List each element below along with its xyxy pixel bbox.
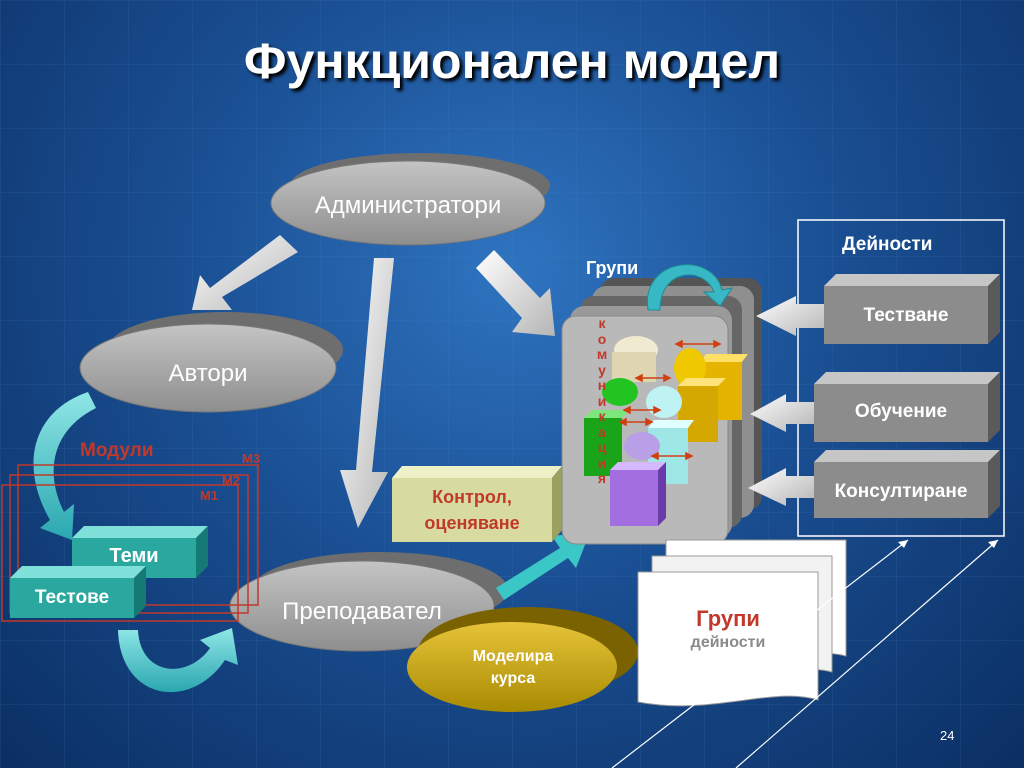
communication-letter: я (597, 470, 607, 486)
activity-training-label: Обучение (854, 401, 948, 422)
activity-box-consulting[interactable] (814, 450, 1000, 518)
arrow-teacher-to-control (496, 532, 590, 600)
activity-box-training[interactable] (814, 372, 1000, 442)
administrators-ellipse[interactable] (270, 153, 550, 246)
control-box[interactable] (392, 466, 562, 542)
slide-title: Функционален модел (243, 33, 781, 89)
communication-letter: а (598, 423, 606, 440)
tests-box[interactable] (10, 566, 146, 618)
communication-letter: и (597, 392, 607, 409)
group-activities-subtitle: дейности (690, 634, 766, 651)
group-members-icons (584, 336, 748, 526)
communication-letter: м (596, 346, 608, 362)
topics-label: Теми (109, 545, 159, 567)
group-activities-title: Групи (696, 606, 760, 631)
course-modeling-label: Моделира курса (472, 648, 554, 687)
modules-label: Модули (80, 440, 154, 461)
communication-letter: н (597, 377, 607, 393)
course-modeling-ellipse[interactable] (407, 607, 638, 712)
communication-letter: и (597, 454, 607, 471)
communication-letter: ц (597, 439, 607, 455)
page-number: 24 (940, 728, 955, 743)
activity-to-groups-arrows (748, 296, 824, 506)
communication-letter: к (598, 315, 606, 331)
administrators-label: Администратори (314, 192, 502, 219)
groups-label: Групи (586, 258, 639, 278)
arrow-teacher-to-tests (118, 628, 238, 693)
arrow-admin-to-authors (192, 235, 298, 310)
communication-letter: к (598, 408, 606, 424)
module-m1-label: М1 (200, 488, 219, 503)
module-m2-label: М2 (222, 473, 241, 488)
authors-ellipse[interactable] (79, 312, 343, 413)
teacher-label: Преподавател (282, 598, 442, 625)
activity-consulting-label: Консултиране (834, 481, 968, 502)
tests-label: Тестове (34, 587, 110, 608)
groups-cycle-arrow (647, 264, 734, 311)
arrow-admin-to-teacher (340, 258, 394, 528)
arrow-admin-to-groups (476, 250, 555, 336)
group-activities-docs[interactable] (637, 539, 847, 707)
communication-arrows (618, 339, 722, 461)
activity-box-testing[interactable] (824, 274, 1000, 344)
teacher-ellipse[interactable] (229, 552, 508, 652)
activities-header: Дейности (842, 234, 933, 255)
module-m3-label: М3 (242, 451, 261, 466)
communication-letter: о (597, 330, 607, 347)
control-label: Контрол, оценяване (424, 487, 520, 533)
activity-testing-label: Тестване (863, 305, 949, 326)
authors-label: Автори (168, 360, 248, 387)
communication-letter: у (598, 361, 606, 378)
connector-lines (611, 539, 999, 768)
arrow-authors-to-modules (33, 392, 96, 540)
activities-frame (797, 219, 1005, 537)
